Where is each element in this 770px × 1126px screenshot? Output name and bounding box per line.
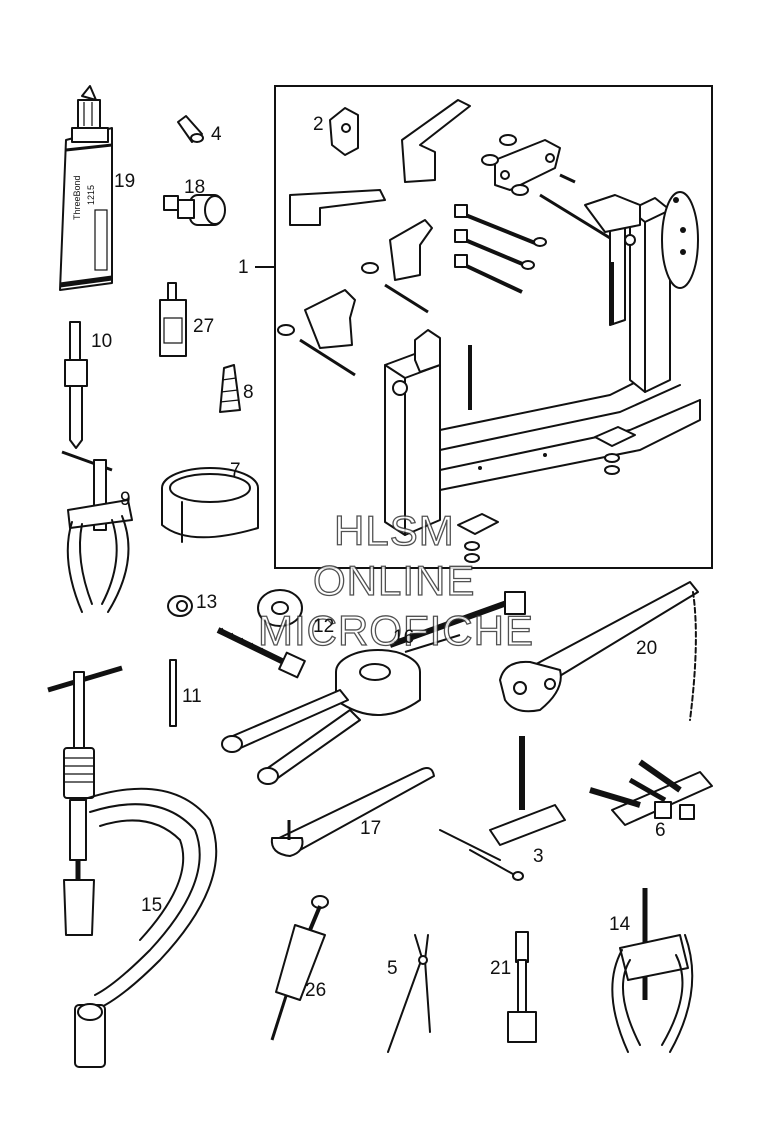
- c-clamp-item-15: [47, 665, 218, 1068]
- callout-21: 21: [490, 958, 511, 979]
- bottle-item-27: [159, 282, 187, 357]
- bolt-bearing-item-12: [216, 589, 306, 679]
- callout-15: 15: [141, 895, 162, 916]
- puller-item-10: [64, 321, 88, 449]
- callout-7: 7: [230, 460, 241, 481]
- chain-tool-item-3: [439, 736, 566, 881]
- pliers-item-5: [387, 934, 431, 1053]
- callout-10: 10: [91, 331, 112, 352]
- callout-16: 16: [393, 627, 414, 648]
- puller-bar-item-6: [589, 759, 713, 826]
- pin-item-11: [169, 659, 177, 727]
- callouts: 1 2 3 4 5 6 7 8 9 10 11 12 13 14 15 16 1…: [91, 114, 666, 1001]
- watermark: HLSM ONLINE MICROFICHE: [257, 506, 534, 654]
- socket-bit-item-21: [507, 931, 537, 1043]
- gear-puller-item-9: [61, 450, 133, 613]
- engine-stand-kit-box: [255, 85, 713, 569]
- callout-17: 17: [360, 818, 381, 839]
- callout-2: 2: [313, 114, 324, 135]
- tube-number-text: 1215: [86, 185, 96, 205]
- nozzle-item-4: [177, 115, 204, 143]
- watermark-line-3: MICROFICHE: [258, 607, 534, 654]
- threebond-sealant-tube: ThreeBond 1215: [59, 85, 113, 291]
- callout-4: 4: [211, 124, 222, 145]
- callout-3: 3: [533, 846, 544, 867]
- callout-20: 20: [636, 638, 657, 659]
- watermark-line-2: ONLINE: [313, 557, 475, 604]
- engine-stand-frame: [384, 191, 701, 563]
- callout-9: 9: [120, 489, 131, 510]
- stand-brackets: [289, 99, 561, 349]
- cone-item-8: [219, 364, 241, 413]
- holder-tool-item-16: [221, 591, 526, 785]
- callout-12: 12: [313, 616, 334, 637]
- callout-18: 18: [184, 177, 205, 198]
- callout-6: 6: [655, 820, 666, 841]
- callout-19: 19: [114, 171, 135, 192]
- chain-wrench-item-20: [499, 581, 699, 721]
- spanner-item-17: [270, 767, 435, 857]
- callout-1: 1: [238, 257, 249, 278]
- ring-band-item-7: [161, 467, 259, 543]
- adapter-item-18: [163, 194, 226, 226]
- two-jaw-puller-item-14: [611, 888, 694, 1053]
- syringe-item-26: [270, 895, 329, 1041]
- callout-26: 26: [305, 980, 326, 1001]
- watermark-line-1: HLSM: [334, 507, 455, 554]
- stand-bolts: [277, 134, 611, 377]
- callout-14: 14: [609, 914, 631, 935]
- tube-brand-text: ThreeBond: [72, 175, 82, 220]
- callout-27: 27: [193, 316, 214, 337]
- callout-13: 13: [196, 592, 217, 613]
- callout-5: 5: [387, 958, 398, 979]
- callout-8: 8: [243, 382, 254, 403]
- bushing-item-13: [167, 595, 193, 617]
- callout-11: 11: [182, 686, 202, 707]
